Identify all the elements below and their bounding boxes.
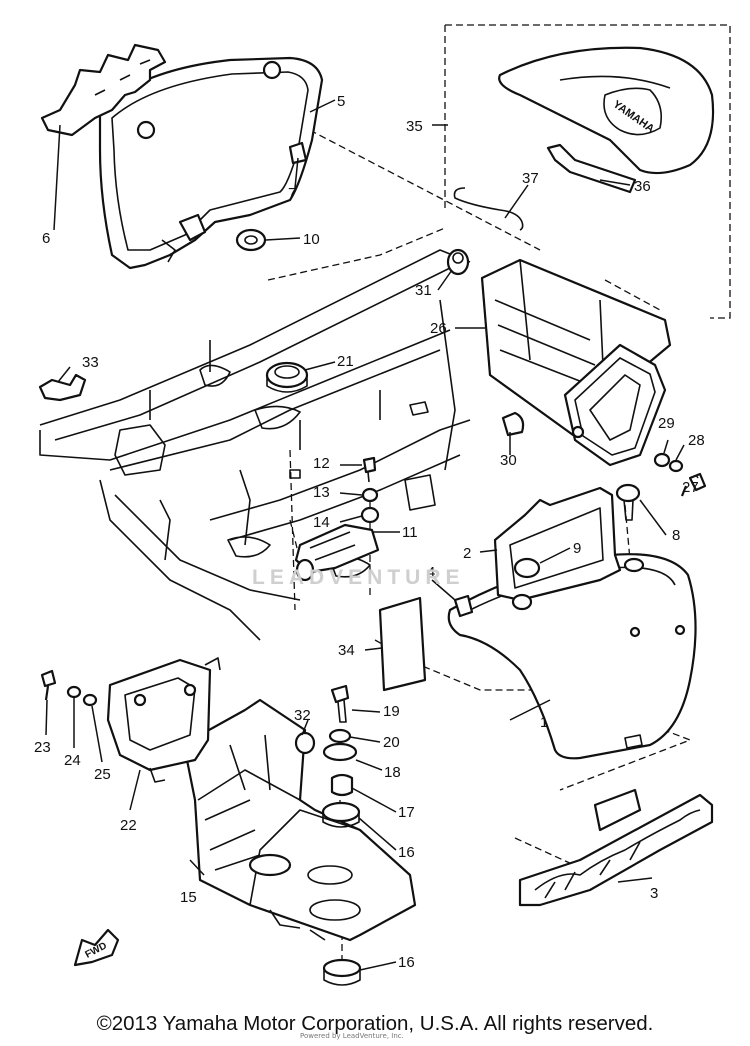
callout-1: 1 (540, 714, 548, 731)
seat: YAMAHA (498, 46, 715, 175)
callout-24: 24 (64, 752, 81, 769)
callout-25: 25 (94, 766, 111, 783)
mount-stack (321, 684, 362, 986)
holder-30 (501, 411, 525, 437)
callout-17: 17 (398, 804, 415, 821)
battery-case (480, 258, 672, 467)
callout-11: 11 (402, 524, 418, 541)
callout-5: 5 (337, 93, 345, 110)
label-34 (378, 596, 427, 692)
callout-36: 36 (634, 178, 651, 195)
battery-bracket-22 (106, 657, 221, 783)
callout-26: 26 (430, 320, 447, 337)
callout-18: 18 (384, 764, 401, 781)
bolt-stack (360, 456, 380, 524)
callout-10: 10 (303, 231, 320, 248)
callout-29: 29 (658, 415, 675, 432)
callout-numbers: 1 2 3 4 5 6 7 8 9 10 11 12 13 14 15 16 1… (34, 93, 705, 971)
watermark: LEADVENTURE (252, 566, 465, 589)
emblem-3 (518, 788, 714, 907)
callout-8: 8 (672, 527, 680, 544)
left-side-cover (98, 56, 324, 270)
bolt-23 (40, 669, 57, 701)
callout-31: 31 (415, 282, 432, 299)
clip-4 (453, 594, 474, 618)
copyright-notice: ©2013 Yamaha Motor Corporation, U.S.A. A… (96, 1012, 654, 1035)
callout-6: 6 (42, 230, 50, 247)
callout-15: 15 (180, 889, 197, 906)
battery-tray (183, 698, 417, 942)
washer-29 (653, 452, 671, 468)
grommet-9 (511, 557, 541, 611)
callout-23: 23 (34, 739, 51, 756)
motorcycle-frame (39, 249, 471, 641)
callout-16-upper: 16 (398, 844, 415, 861)
callout-20: 20 (383, 734, 400, 751)
damper-31 (446, 248, 470, 276)
forward-arrow-marker: FWD (73, 928, 120, 967)
powered-by-note: Powered by LeadVenture, Inc. (300, 1032, 404, 1040)
callout-21: 21 (337, 353, 354, 370)
callout-33: 33 (82, 354, 99, 371)
callout-16-lower: 16 (398, 954, 415, 971)
leader-lines (45, 99, 699, 971)
callout-28: 28 (688, 432, 705, 449)
washer-25 (82, 693, 98, 707)
callout-27: 27 (682, 479, 699, 496)
callout-35: 35 (406, 118, 423, 135)
callout-14: 14 (313, 514, 330, 531)
washer-24 (66, 685, 82, 699)
grommet-8 (615, 483, 645, 573)
callout-9: 9 (573, 540, 581, 557)
washer-28 (668, 459, 684, 473)
side-cover-bracket (40, 43, 167, 137)
damper-21 (265, 361, 309, 393)
callout-22: 22 (120, 817, 137, 834)
rectifier-11 (294, 523, 380, 582)
callout-4: 4 (427, 564, 435, 581)
grommet-10 (235, 228, 267, 252)
callout-19: 19 (383, 703, 400, 720)
callout-32: 32 (294, 707, 311, 724)
damper-32 (294, 731, 316, 755)
callout-7: 7 (288, 185, 296, 202)
callout-2: 2 (463, 545, 471, 562)
callout-37: 37 (522, 170, 539, 187)
seat-strap (546, 143, 637, 194)
callout-34: 34 (338, 642, 355, 659)
strap-33 (38, 373, 87, 402)
callout-12: 12 (313, 455, 330, 472)
callout-13: 13 (313, 484, 330, 501)
callout-30: 30 (500, 452, 517, 469)
seat-hook-37 (453, 187, 524, 231)
callout-3: 3 (650, 885, 658, 902)
clip-7 (288, 141, 308, 165)
